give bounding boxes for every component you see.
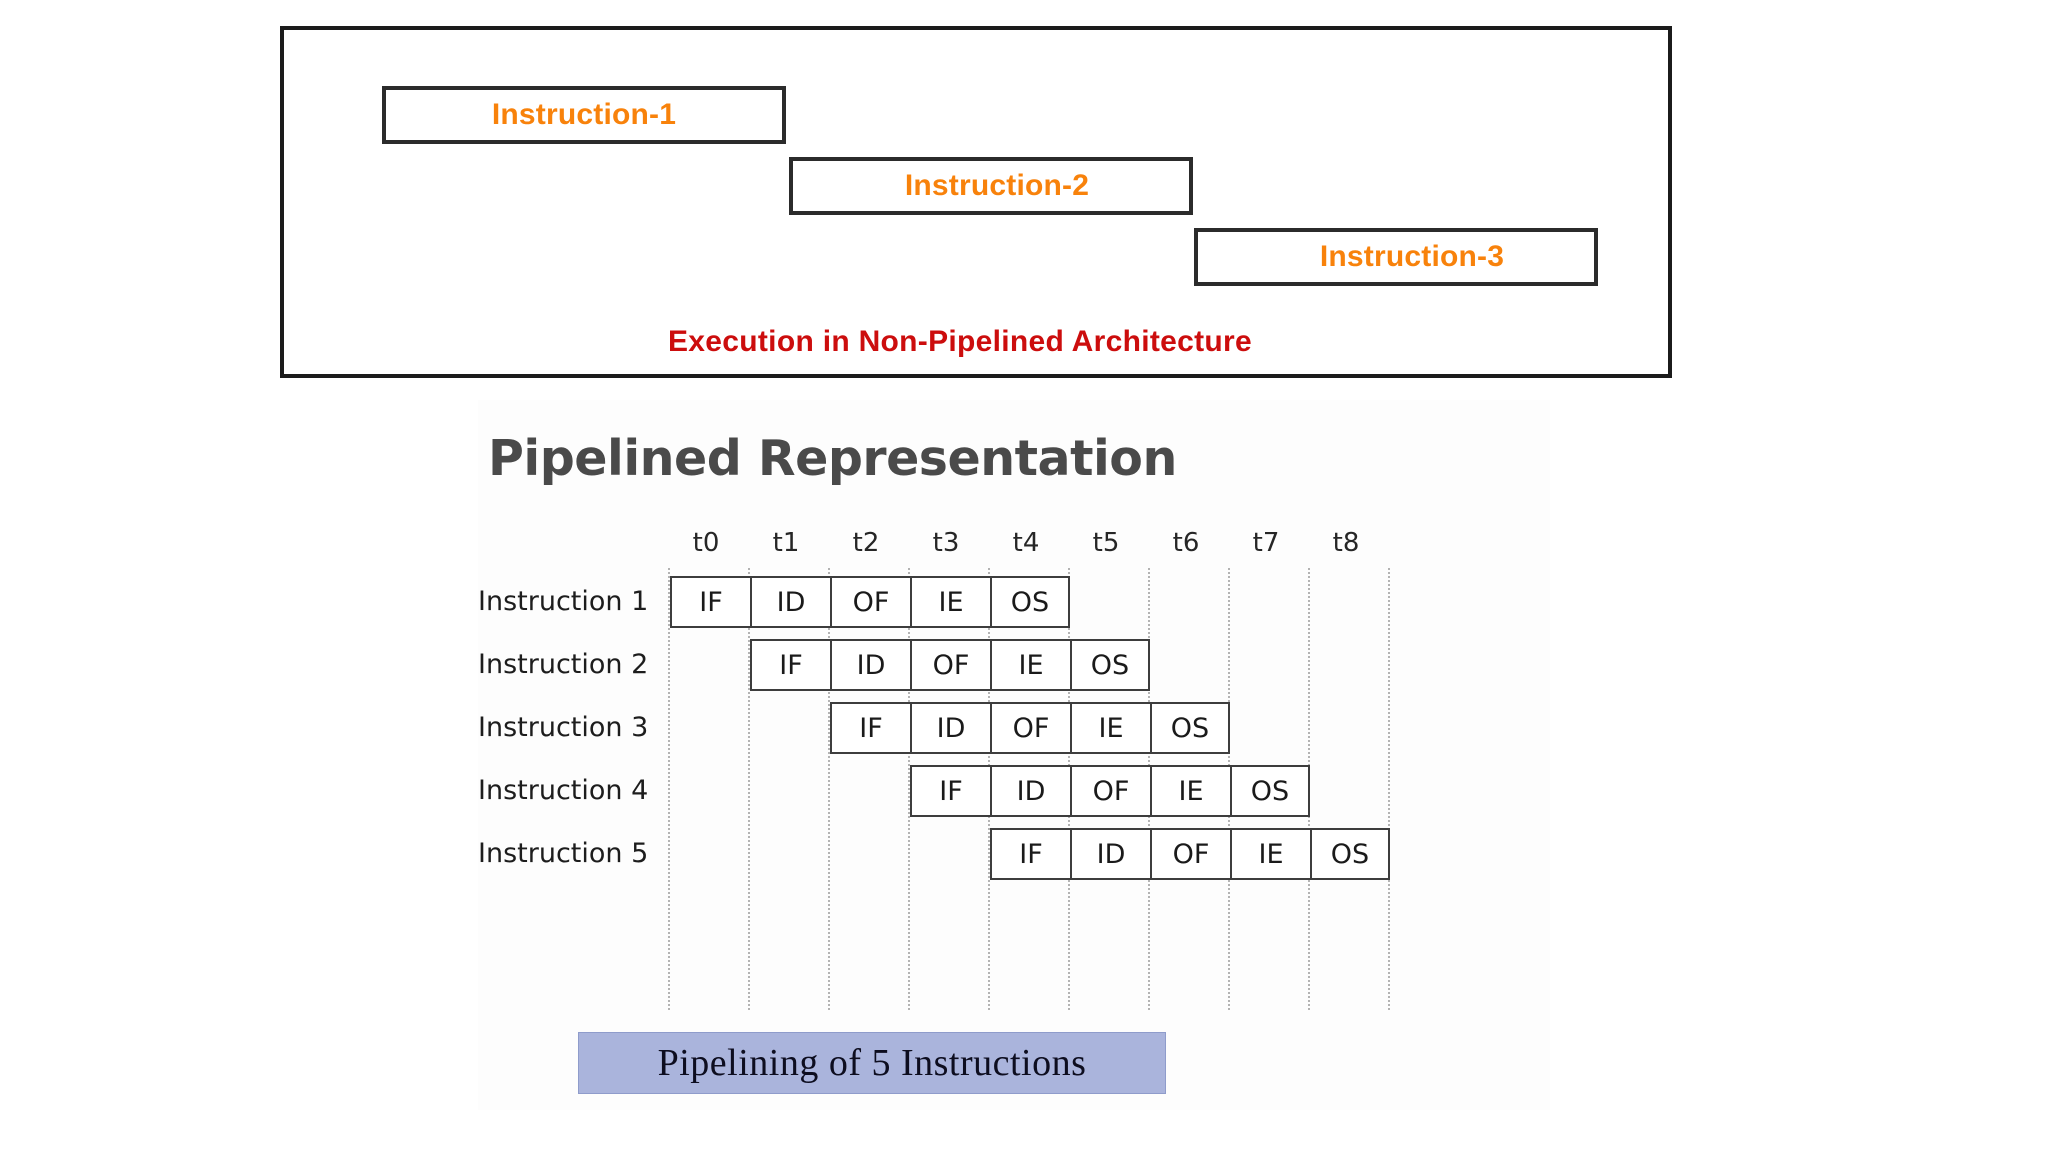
stage-cell-if: IF [830, 702, 910, 754]
time-label-t2: t2 [852, 528, 880, 558]
stage-cell-if: IF [670, 576, 750, 628]
gridline-3 [908, 568, 910, 1010]
stage-cell-ie: IE [1230, 828, 1310, 880]
timeline-axis: t0 t1 t2 t3 t4 t5 t6 t7 t8 [478, 400, 1550, 1110]
non-pipelined-instruction-box-1: Instruction-1 [382, 86, 786, 144]
stage-cell-os: OS [1070, 639, 1150, 691]
non-pipelined-caption: Execution in Non-Pipelined Architecture [668, 325, 1252, 358]
pipeline-row-label: Instruction 5 [478, 838, 649, 869]
stage-cell-id: ID [1070, 828, 1150, 880]
gridline-0 [668, 568, 670, 1010]
stage-cell-os: OS [990, 576, 1070, 628]
stage-cell-os: OS [1150, 702, 1230, 754]
stage-cell-ie: IE [1150, 765, 1230, 817]
pipelining-caption: Pipelining of 5 Instructions [578, 1032, 1166, 1094]
stage-cell-if: IF [750, 639, 830, 691]
non-pipelined-instruction-box-3: Instruction-3 [1194, 228, 1598, 286]
instruction-2-label: Instruction-2 [904, 169, 1090, 202]
non-pipelined-panel: Instruction-1 Instruction-2 Instruction-… [280, 26, 1672, 378]
gridline-2 [828, 568, 830, 1010]
instruction-1-label: Instruction-1 [491, 98, 677, 131]
stage-cell-ie: IE [910, 576, 990, 628]
pipelined-title: Pipelined Representation [488, 430, 1177, 487]
time-label-t6: t6 [1172, 528, 1200, 558]
gridline-9 [1388, 568, 1390, 1010]
pipeline-row-label: Instruction 3 [478, 712, 649, 743]
stage-cell-of: OF [1150, 828, 1230, 880]
time-label-t3: t3 [932, 528, 960, 558]
stage-cell-ie: IE [990, 639, 1070, 691]
stage-cell-if: IF [990, 828, 1070, 880]
stage-cell-id: ID [910, 702, 990, 754]
stage-cell-id: ID [750, 576, 830, 628]
stage-cell-id: ID [990, 765, 1070, 817]
stage-cell-of: OF [830, 576, 910, 628]
gridline-1 [748, 568, 750, 1010]
stage-cell-of: OF [1070, 765, 1150, 817]
time-label-t5: t5 [1092, 528, 1120, 558]
instruction-3-label: Instruction-3 [1319, 240, 1505, 273]
time-label-t1: t1 [772, 528, 800, 558]
stage-cell-if: IF [910, 765, 990, 817]
stage-cell-of: OF [910, 639, 990, 691]
pipeline-row-label: Instruction 1 [478, 586, 649, 617]
pipeline-row-label: Instruction 2 [478, 649, 649, 680]
time-label-t8: t8 [1332, 528, 1360, 558]
stage-cell-os: OS [1310, 828, 1390, 880]
time-label-t4: t4 [1012, 528, 1040, 558]
non-pipelined-instruction-box-2: Instruction-2 [789, 157, 1193, 215]
stage-cell-ie: IE [1070, 702, 1150, 754]
stage-cell-os: OS [1230, 765, 1310, 817]
time-label-t0: t0 [692, 528, 720, 558]
time-label-t7: t7 [1252, 528, 1280, 558]
stage-cell-id: ID [830, 639, 910, 691]
pipeline-row-label: Instruction 4 [478, 775, 649, 806]
stage-cell-of: OF [990, 702, 1070, 754]
